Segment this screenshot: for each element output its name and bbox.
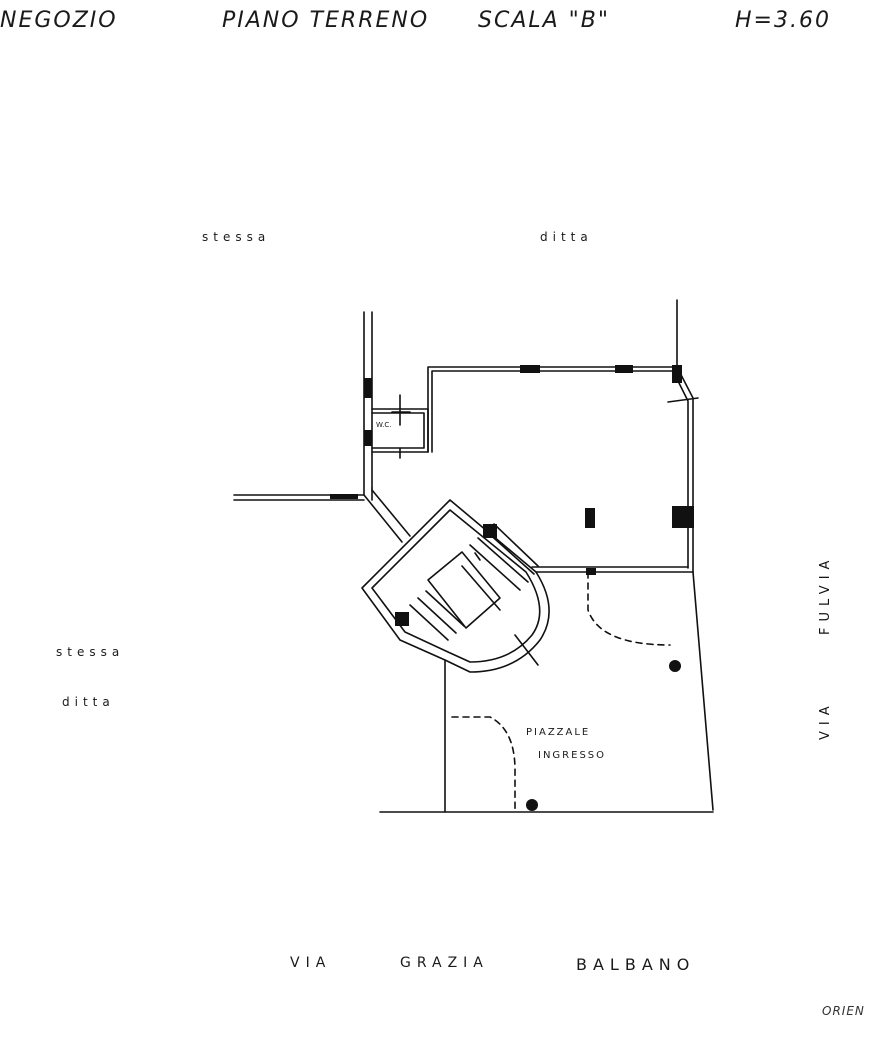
- dot-courtyard-2: [526, 799, 538, 811]
- street-bottom-grazia: GRAZIA: [400, 955, 489, 971]
- pillar-center: [585, 508, 595, 528]
- shop-top-wall: [427, 366, 694, 573]
- stair-inner: [371, 509, 541, 663]
- street-right: FULVIA VIA: [810, 505, 850, 745]
- label-wc: W.C.: [376, 421, 392, 429]
- title-piano: PIANO TERRENO: [222, 8, 430, 33]
- title-negozio: NEGOZIO: [0, 8, 118, 33]
- stair-tick: [514, 634, 539, 666]
- label-stessa-top: stessa: [202, 230, 271, 244]
- label-ingresso: INGRESSO: [538, 750, 607, 761]
- shop-top-wall-inner: [431, 370, 689, 569]
- pillar-bottom: [586, 568, 596, 575]
- pillar-stair-1: [483, 524, 497, 538]
- street-right-fulvia: FULVIA: [818, 554, 833, 635]
- stair-treads: [409, 523, 539, 641]
- pillar-wall-left-2: [364, 430, 372, 446]
- stair-arrow: [461, 552, 501, 611]
- street-right-via: VIA: [818, 700, 833, 740]
- wall-diag-inner: [371, 489, 411, 537]
- pillar-stair-2: [395, 612, 409, 626]
- pillar-top-1: [520, 365, 540, 373]
- label-piazzale: PIAZZALE: [526, 727, 591, 738]
- orientation-label: ORIEN: [822, 1004, 865, 1018]
- door-tick-right: [667, 397, 699, 403]
- wall-mark-left: [330, 494, 358, 499]
- pillar-wall-left: [364, 378, 372, 398]
- wall-diag-outer: [363, 494, 403, 543]
- street-bottom-via: VIA: [290, 955, 332, 971]
- pillar-right: [672, 506, 694, 528]
- pillar-corner: [672, 365, 682, 383]
- wall-left-outer: [233, 311, 365, 496]
- street-bottom-balbano: BALBANO: [576, 955, 696, 974]
- title-height: H=3.60: [735, 8, 831, 33]
- courtyard-dash-1: [587, 571, 671, 646]
- wc-walls-inner: [371, 412, 425, 449]
- stair-core: [427, 551, 501, 629]
- dot-courtyard-1: [669, 660, 681, 672]
- property-right: [676, 299, 714, 811]
- pillar-top-2: [615, 365, 633, 373]
- title-scala: SCALA "B": [478, 8, 611, 33]
- label-ditta-left: ditta: [62, 695, 115, 709]
- wc-door: [391, 394, 411, 459]
- courtyard-dash-2: [451, 716, 516, 811]
- label-ditta-top: ditta: [540, 230, 593, 244]
- label-stessa-left: stessa: [56, 645, 125, 659]
- stair-outer: [361, 499, 550, 673]
